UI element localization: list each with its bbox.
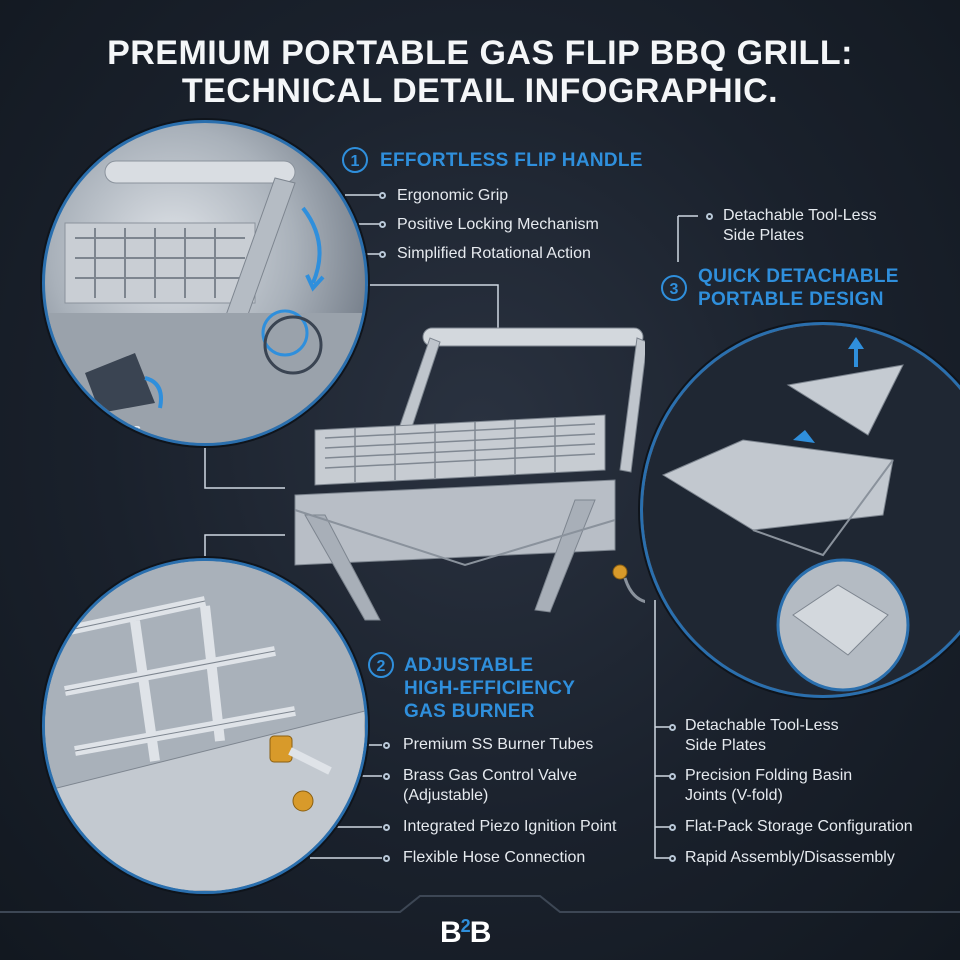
feature-flat-pack-storage: Flat-Pack Storage Configuration bbox=[685, 818, 913, 835]
brand-logo: B2B bbox=[440, 916, 492, 950]
bullet-dot bbox=[669, 724, 676, 731]
section-3-heading-line-2: PORTABLE DESIGN bbox=[698, 289, 884, 310]
bullet-dot bbox=[383, 773, 390, 780]
logo-letter-right: B bbox=[469, 916, 492, 949]
section-1-heading: EFFORTLESS FLIP HANDLE bbox=[380, 150, 643, 171]
section-2-heading-line-3: GAS BURNER bbox=[404, 701, 535, 722]
gas-burner-illustration bbox=[45, 561, 365, 891]
bullet-dot bbox=[669, 855, 676, 862]
gas-burner-detail-circle bbox=[42, 558, 368, 894]
feature-brass-valve: Brass Gas Control Valve (Adjustable) bbox=[403, 767, 577, 804]
detachable-design-detail-circle bbox=[640, 322, 960, 698]
feature-positive-locking: Positive Locking Mechanism bbox=[397, 216, 599, 233]
bullet-dot bbox=[706, 213, 713, 220]
bullet-dot bbox=[669, 824, 676, 831]
bullet-dot bbox=[379, 192, 386, 199]
flip-handle-detail-circle: PRESS bbox=[42, 120, 368, 446]
section-2-heading-line-1: ADJUSTABLE bbox=[404, 655, 534, 676]
bbq-grill-illustration bbox=[294, 327, 645, 621]
detachable-parts-illustration bbox=[643, 325, 960, 695]
section-2-number: 2 bbox=[368, 652, 394, 678]
feature-piezo-ignition: Integrated Piezo Ignition Point bbox=[403, 818, 617, 835]
page-title-line-2: TECHNICAL DETAIL INFOGRAPHIC. bbox=[181, 72, 779, 110]
bullet-dot bbox=[383, 824, 390, 831]
page-title-line-1: PREMIUM PORTABLE GAS FLIP BBQ GRILL: bbox=[107, 34, 853, 72]
logo-number: 2 bbox=[460, 916, 471, 936]
feature-folding-basin-joints: Precision Folding Basin Joints (V-fold) bbox=[685, 767, 853, 804]
section-2-heading-line-2: HIGH-EFFICIENCY bbox=[404, 678, 576, 699]
bullet-dot bbox=[383, 742, 390, 749]
bullet-dot bbox=[379, 221, 386, 228]
feature-rotational-action: Simplified Rotational Action bbox=[397, 245, 591, 262]
feature-flexible-hose: Flexible Hose Connection bbox=[403, 849, 586, 866]
feature-ss-burner-tubes: Premium SS Burner Tubes bbox=[403, 736, 594, 753]
feature-ergonomic-grip: Ergonomic Grip bbox=[397, 187, 509, 204]
feature-detachable-side-plates-top: Detachable Tool-Less Side Plates bbox=[723, 207, 877, 244]
bullet-dot bbox=[383, 855, 390, 862]
feature-detachable-side-plates: Detachable Tool-Less Side Plates bbox=[685, 717, 839, 754]
feature-rapid-assembly: Rapid Assembly/Disassembly bbox=[685, 849, 895, 866]
section-3-number: 3 bbox=[661, 275, 687, 301]
press-label: PRESS bbox=[93, 423, 143, 438]
section-3-heading-line-1: QUICK DETACHABLE bbox=[698, 266, 899, 287]
logo-letter-left: B bbox=[440, 916, 462, 949]
section-1-number: 1 bbox=[342, 147, 368, 173]
bullet-dot bbox=[379, 251, 386, 258]
bullet-dot bbox=[669, 773, 676, 780]
